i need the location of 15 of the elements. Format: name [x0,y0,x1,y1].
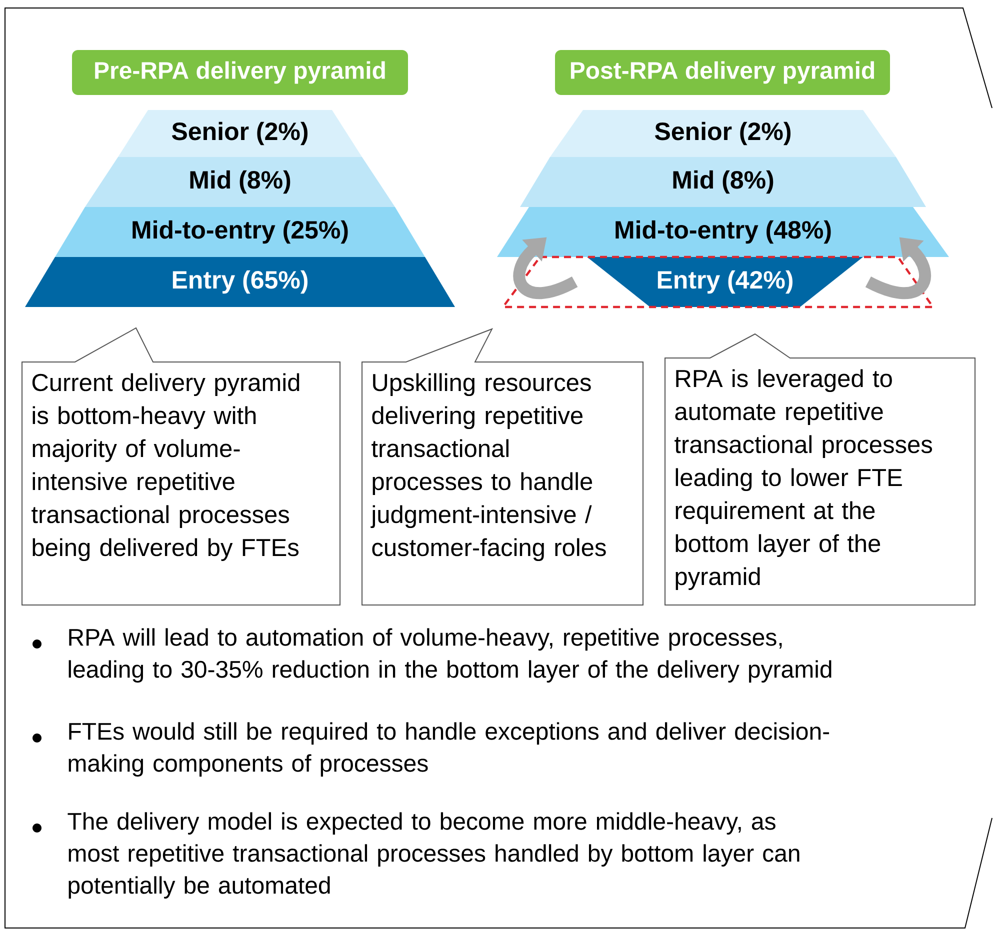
title-badge: Post-RPA delivery pyramid [555,50,890,95]
callout-box: Current delivery pyramid is bottom-heavy with majority of volume-intensive repetitive transactional processes being delivered by FTEs [22,327,340,606]
bullet-text: FTEs would still be required to handle exceptions and deliver decision-making components of processes [68,722,830,777]
bullet-text: The delivery model is expected to become more middle-heavy, as most repetitive transactional processes handled by bottom layer can potentially be automated [68,812,800,899]
pyramid-layer: Mid (8%) [520,157,926,207]
callout-box: Upskilling resources delivering repetitive transactional processes to handle judgment-intensive / customer-facing roles [362,328,644,606]
pyramid-layer: Mid (8%) [85,157,395,207]
bullet-text: RPA will lead to automation of volume-heavy, repetitive processes, leading to 30-35% reduction in the bottom layer of the delivery pyramid [68,628,832,683]
pyramid-layer: Senior (2%) [550,110,896,157]
pyramid-layer: Senior (2%) [118,110,362,157]
pyramid-layer: Entry (65%) [25,257,455,307]
callout-box: RPA is leveraged to automate repetitive transactional processes leading to lower FTE requirement at the bottom layer of the pyramid [664,333,976,606]
title-badge: Pre-RPA delivery pyramid [72,50,408,95]
pyramid-layer: Mid-to-entry (25%) [55,207,425,257]
pyramid-layer: Mid-to-entry (48%) [497,207,949,257]
